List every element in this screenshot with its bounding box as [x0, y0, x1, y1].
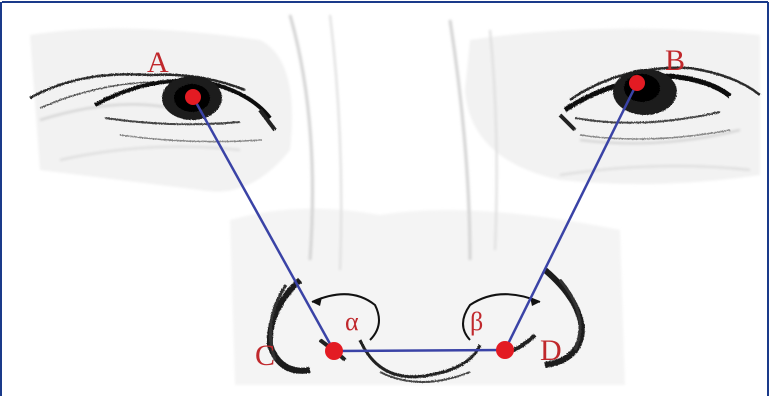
- label-c: C: [255, 339, 275, 372]
- point-b-marker: [629, 75, 645, 91]
- point-d-marker: [496, 341, 514, 359]
- label-alpha: α: [345, 307, 359, 336]
- label-d: D: [540, 334, 562, 367]
- label-b: B: [665, 44, 685, 77]
- label-beta: β: [470, 307, 483, 336]
- point-a-marker: [185, 89, 201, 105]
- point-c-marker: [325, 342, 343, 360]
- label-a: A: [147, 46, 169, 79]
- segment-cd: [334, 350, 505, 351]
